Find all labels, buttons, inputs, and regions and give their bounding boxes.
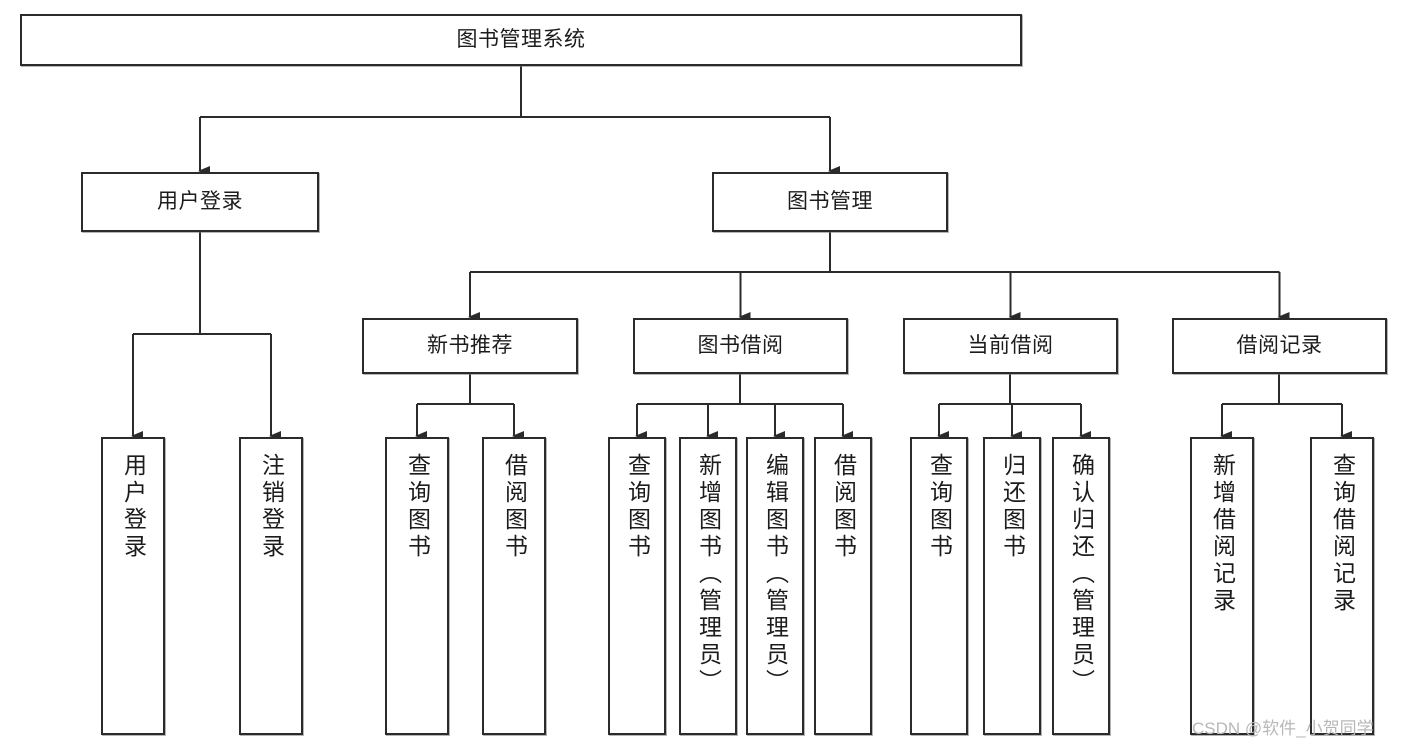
node-book-manage[interactable]: 图书管理 bbox=[712, 172, 948, 232]
node-root[interactable]: 图书管理系统 bbox=[20, 14, 1022, 66]
connector-c-borrowrecord-bus bbox=[1220, 374, 1352, 441]
node-label-leaf-cb-query-book: 查询图书 bbox=[926, 453, 953, 561]
node-label-root: 图书管理系统 bbox=[456, 27, 586, 51]
node-label-leaf-bb-edit-book: 编辑图书（管理员） bbox=[762, 453, 789, 696]
node-leaf-logout[interactable]: 注销登录 bbox=[239, 437, 303, 735]
node-leaf-rec-borrow-book[interactable]: 借阅图书 bbox=[482, 437, 546, 735]
node-leaf-bb-borrow-book[interactable]: 借阅图书 bbox=[814, 437, 872, 735]
node-borrow-record[interactable]: 借阅记录 bbox=[1172, 318, 1387, 374]
node-leaf-br-add-record[interactable]: 新增借阅记录 bbox=[1190, 437, 1254, 735]
node-label-leaf-cb-confirm-return: 确认归还（管理员） bbox=[1068, 453, 1095, 696]
node-label-leaf-rec-borrow-book: 借阅图书 bbox=[501, 453, 528, 561]
node-label-leaf-bb-query-book: 查询图书 bbox=[624, 453, 651, 561]
tree-connectors bbox=[131, 66, 1352, 441]
node-new-book-rec[interactable]: 新书推荐 bbox=[362, 318, 578, 374]
node-label-leaf-cb-return-book: 归还图书 bbox=[999, 453, 1026, 561]
node-leaf-rec-query-book[interactable]: 查询图书 bbox=[385, 437, 449, 735]
node-leaf-bb-query-book[interactable]: 查询图书 bbox=[608, 437, 666, 735]
node-label-book-borrow: 图书借阅 bbox=[697, 333, 784, 357]
node-label-user-login: 用户登录 bbox=[157, 189, 243, 213]
node-label-leaf-logout: 注销登录 bbox=[258, 453, 285, 561]
node-leaf-bb-add-book[interactable]: 新增图书（管理员） bbox=[679, 437, 737, 735]
node-leaf-cb-return-book[interactable]: 归还图书 bbox=[983, 437, 1041, 735]
node-leaf-br-query-record[interactable]: 查询借阅记录 bbox=[1310, 437, 1374, 735]
connector-c-userlogin-bus bbox=[131, 232, 281, 441]
node-book-borrow[interactable]: 图书借阅 bbox=[633, 318, 848, 374]
node-label-leaf-bb-borrow-book: 借阅图书 bbox=[830, 453, 857, 561]
node-leaf-cb-query-book[interactable]: 查询图书 bbox=[910, 437, 968, 735]
node-label-leaf-br-add-record: 新增借阅记录 bbox=[1209, 453, 1236, 615]
node-label-leaf-br-query-record: 查询借阅记录 bbox=[1329, 453, 1356, 615]
node-current-borrow[interactable]: 当前借阅 bbox=[903, 318, 1118, 374]
node-label-current-borrow: 当前借阅 bbox=[967, 333, 1054, 357]
node-label-leaf-user-login: 用户登录 bbox=[120, 453, 147, 561]
connector-c-currentborrow-bus bbox=[937, 374, 1091, 441]
node-leaf-cb-confirm-return[interactable]: 确认归还（管理员） bbox=[1052, 437, 1110, 735]
node-label-new-book-rec: 新书推荐 bbox=[427, 333, 513, 357]
connector-c-bookmanage-bus bbox=[468, 232, 1290, 322]
connector-c-root-bus bbox=[198, 66, 840, 176]
node-label-leaf-bb-add-book: 新增图书（管理员） bbox=[695, 453, 722, 696]
connector-c-newbookrec-bus bbox=[415, 374, 524, 441]
node-label-leaf-rec-query-book: 查询图书 bbox=[404, 453, 431, 561]
node-leaf-bb-edit-book[interactable]: 编辑图书（管理员） bbox=[746, 437, 804, 735]
connector-c-bookborrow-bus bbox=[635, 374, 853, 441]
node-user-login[interactable]: 用户登录 bbox=[81, 172, 319, 232]
node-label-borrow-record: 借阅记录 bbox=[1236, 333, 1323, 357]
node-leaf-user-login[interactable]: 用户登录 bbox=[101, 437, 165, 735]
node-label-book-manage: 图书管理 bbox=[787, 189, 873, 213]
